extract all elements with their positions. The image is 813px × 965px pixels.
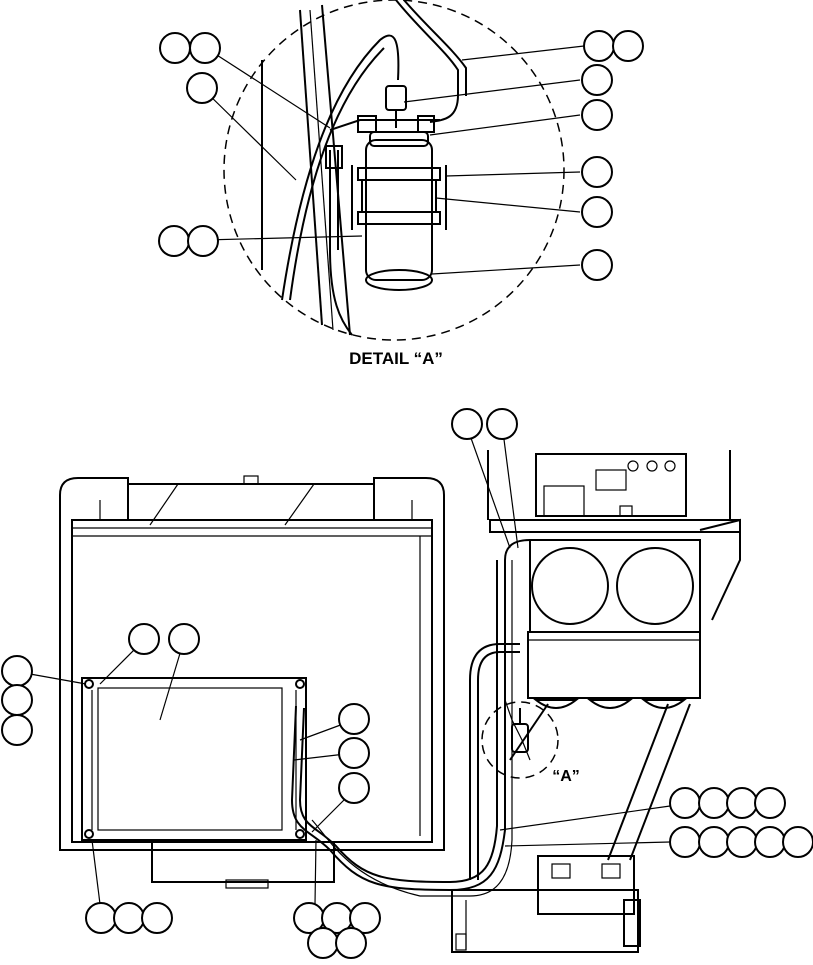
callout-balloon <box>1 655 33 687</box>
detail-frame-rails <box>261 4 351 336</box>
evaporator-unit <box>487 450 741 861</box>
callout-balloon <box>186 72 218 104</box>
callout-balloon <box>726 826 758 858</box>
callout-balloon <box>669 787 701 819</box>
detail-hoses <box>281 0 467 336</box>
callout-balloon <box>141 902 173 934</box>
callout-balloon <box>158 225 190 257</box>
callout-balloon <box>583 30 615 62</box>
main-balloons <box>1 408 813 959</box>
callout-balloon <box>113 902 145 934</box>
detail-a-ref-label: “A” <box>552 768 580 785</box>
detail-a-view: DETAIL “A” <box>158 0 644 368</box>
callout-balloon <box>581 196 613 228</box>
detail-caption: DETAIL “A” <box>349 349 443 368</box>
detail-a-boundary <box>223 0 565 341</box>
callout-balloon <box>307 927 339 959</box>
detail-a-marker <box>481 701 559 779</box>
callout-balloon <box>168 623 200 655</box>
callout-balloon <box>486 408 518 440</box>
detail-a-reference: “A” <box>481 701 580 785</box>
callout-balloon <box>128 623 160 655</box>
callout-balloon <box>349 902 381 934</box>
callout-balloon <box>726 787 758 819</box>
callout-balloon <box>338 703 370 735</box>
callout-balloon <box>581 249 613 281</box>
callout-balloon <box>451 408 483 440</box>
callout-balloon <box>612 30 644 62</box>
callout-balloon <box>338 737 370 769</box>
callout-balloon <box>698 826 730 858</box>
callout-balloon <box>754 826 786 858</box>
callout-balloon <box>159 32 191 64</box>
condenser-housing <box>59 475 445 851</box>
main-assembly-view: “A” <box>1 408 813 959</box>
callout-balloon <box>782 826 813 858</box>
callout-balloon <box>335 927 367 959</box>
callout-balloon <box>189 32 221 64</box>
callout-balloon <box>187 225 219 257</box>
hose-bundle <box>290 539 612 897</box>
detail-leader-lines <box>201 45 585 275</box>
detail-receiver-dryer <box>351 131 447 291</box>
access-panel <box>81 677 307 841</box>
main-leader-lines <box>29 423 671 905</box>
callout-balloon <box>338 772 370 804</box>
callout-balloon <box>754 787 786 819</box>
callout-balloon <box>581 156 613 188</box>
detail-sensor <box>357 85 435 133</box>
callout-balloon <box>581 99 613 131</box>
base-tank <box>451 855 641 953</box>
callout-balloon <box>1 714 33 746</box>
callout-balloon <box>85 902 117 934</box>
bottom-tray <box>151 841 335 889</box>
callout-balloon <box>698 787 730 819</box>
callout-balloon <box>1 684 33 716</box>
callout-balloon <box>581 64 613 96</box>
callout-balloon <box>669 826 701 858</box>
detail-balloons <box>158 30 644 281</box>
